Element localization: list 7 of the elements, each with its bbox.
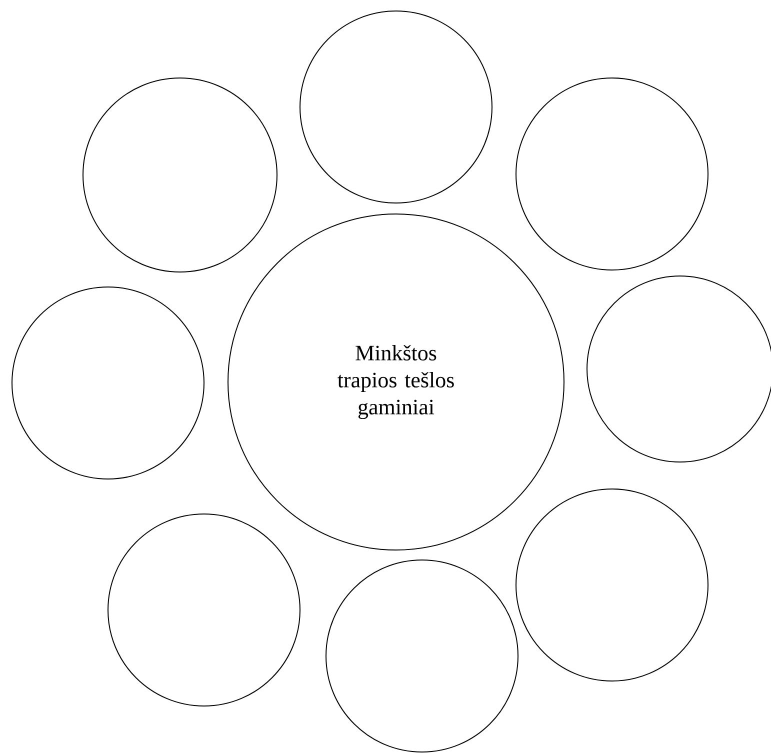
empty-circle	[108, 514, 300, 706]
empty-circle	[326, 560, 518, 752]
empty-circle	[516, 78, 708, 270]
empty-circle	[12, 286, 204, 480]
empty-circle	[82, 78, 278, 272]
empty-circle	[300, 10, 492, 204]
empty-circle	[516, 488, 708, 682]
